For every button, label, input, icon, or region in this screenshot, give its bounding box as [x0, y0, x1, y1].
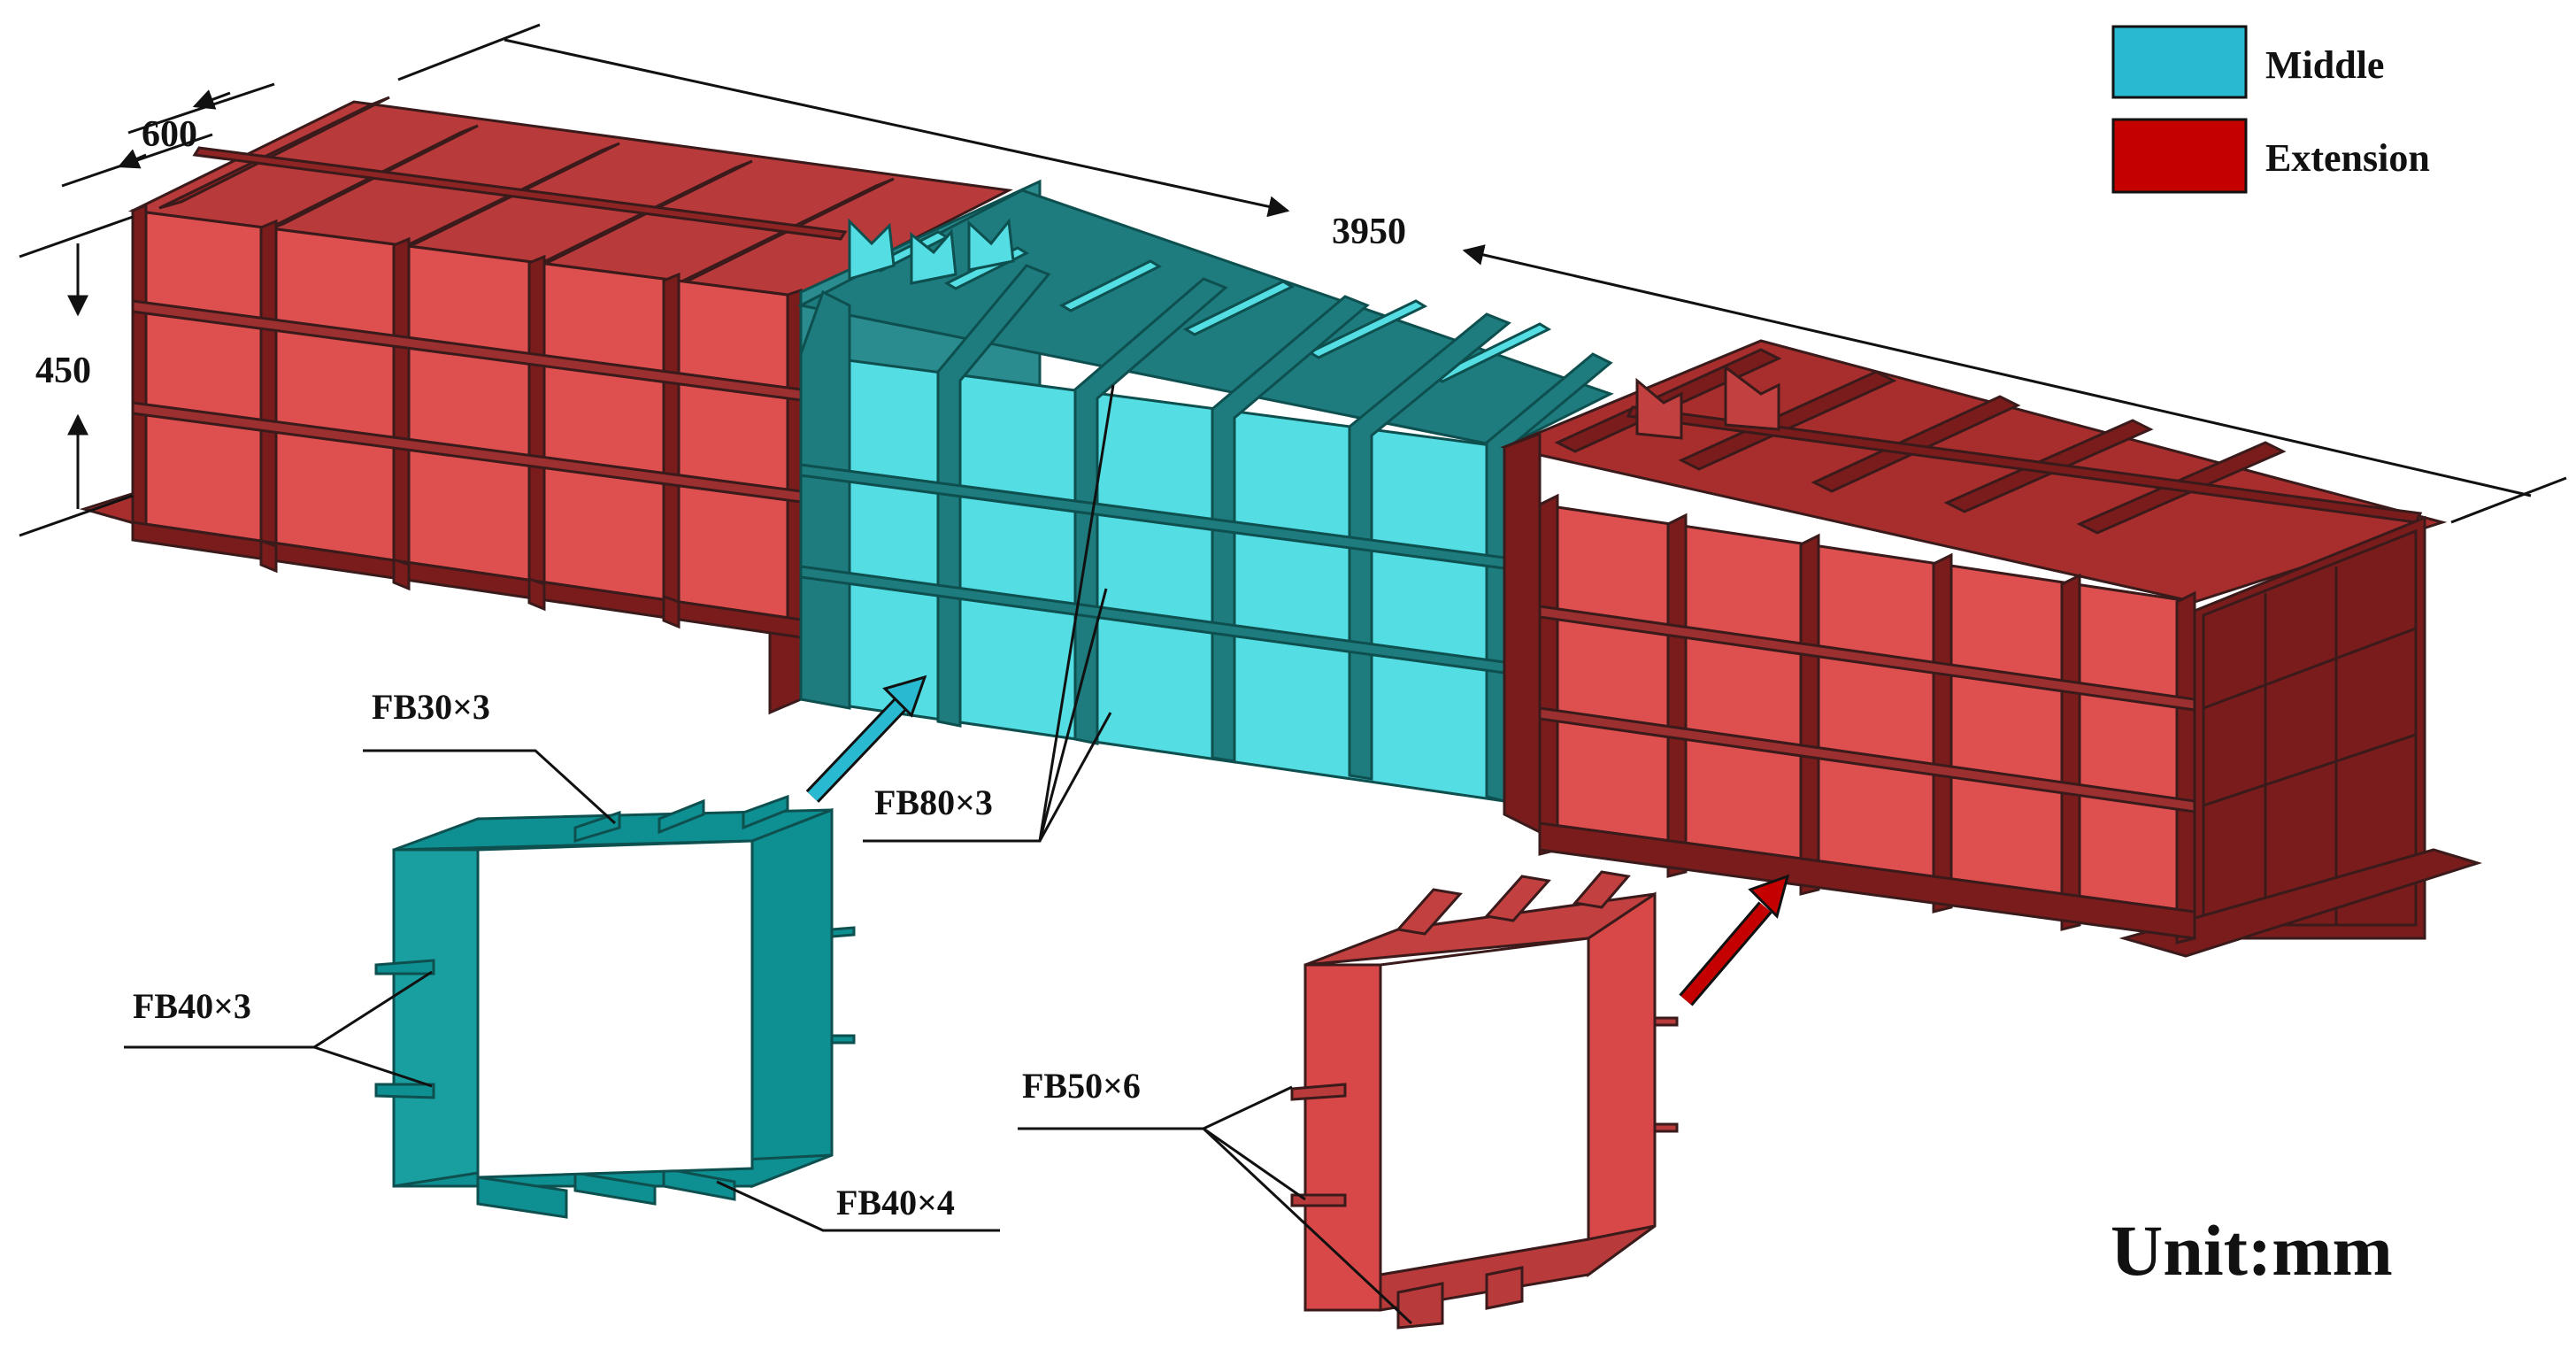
- leader-lines: [124, 384, 1413, 1325]
- legend-label-middle: Middle: [2265, 43, 2384, 87]
- label-fb40x4: FB40×4: [836, 1183, 955, 1222]
- left-extension-block: [79, 96, 1013, 715]
- legend-label-extension: Extension: [2265, 136, 2430, 180]
- right-extension-block: [1500, 339, 2483, 958]
- legend: Middle Extension: [2111, 25, 2430, 194]
- dim-length-label: 3950: [1332, 212, 1406, 252]
- middle-frame-section: [374, 794, 856, 1219]
- label-fb80x3: FB80×3: [874, 783, 993, 822]
- dim-height-label: 450: [35, 351, 91, 391]
- extension-frame-section: [1290, 870, 1679, 1330]
- legend-swatch-extension: [2111, 118, 2248, 194]
- dimension-lines: [19, 23, 2567, 537]
- arrow-up-right-icon: [805, 675, 927, 803]
- label-fb50x6: FB50×6: [1022, 1066, 1141, 1106]
- arrow-up-right-icon: [1679, 874, 1790, 1006]
- middle-block: [796, 179, 1614, 803]
- label-fb40x3: FB40×3: [133, 986, 251, 1026]
- unit-label: Unit:mm: [2111, 1210, 2393, 1291]
- label-fb30x3: FB30×3: [372, 687, 490, 727]
- dim-width-label: 600: [142, 114, 197, 155]
- legend-swatch-middle: [2111, 25, 2248, 99]
